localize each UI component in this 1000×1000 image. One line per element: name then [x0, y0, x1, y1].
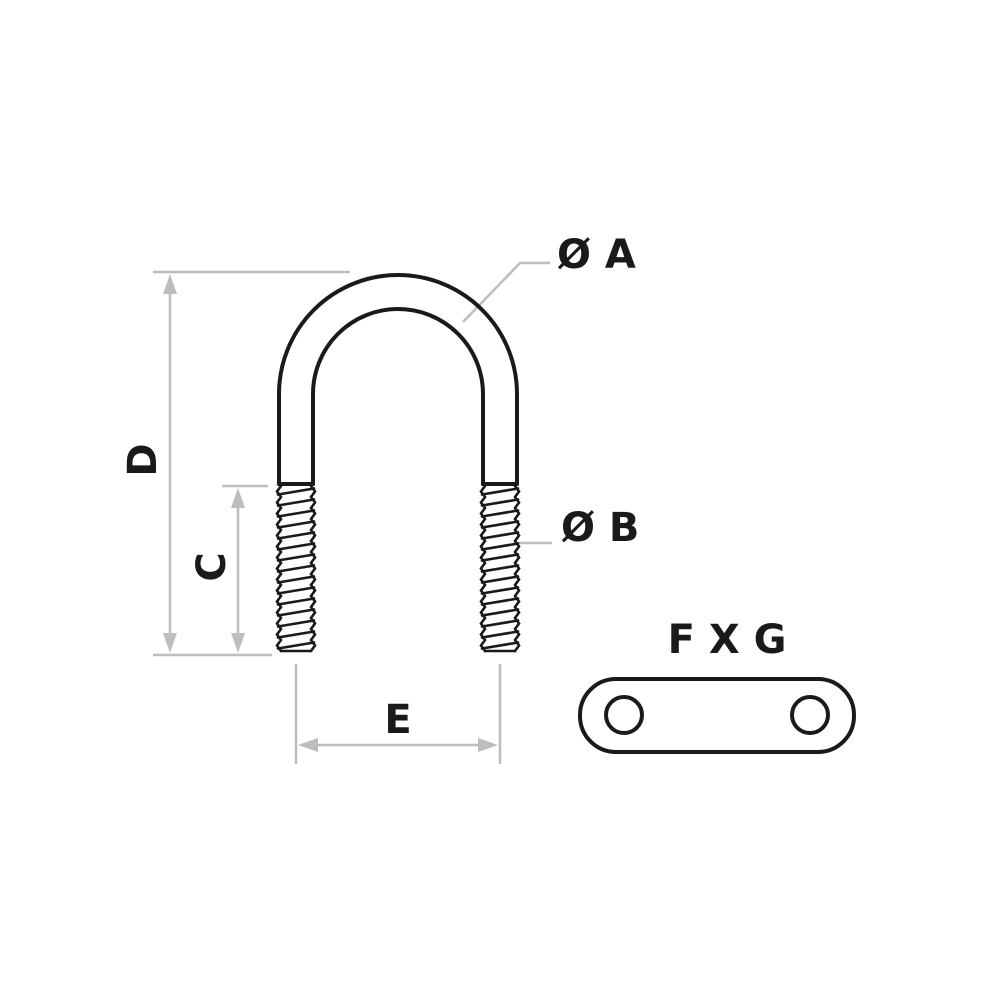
right-thread-crest	[480, 641, 520, 650]
plate-hole-left	[604, 695, 644, 735]
u-bolt-outer-edge	[277, 273, 519, 486]
dimension-e-arrow-right	[478, 738, 498, 752]
right-thread-crest	[480, 509, 520, 518]
u-bolt-inner-edge	[311, 307, 485, 486]
right-thread-crest	[480, 608, 520, 617]
left-thread-edge-right	[309, 484, 317, 653]
right-thread-crest	[480, 630, 520, 639]
dimension-d: D	[120, 270, 350, 657]
thread-right	[479, 484, 521, 653]
plate-dimension-label: F X G	[668, 617, 787, 663]
diameter-b-label: Ø B	[561, 505, 639, 551]
right-thread-crest	[480, 564, 520, 573]
dimension-e-arrow-left	[298, 738, 318, 752]
dimension-c-arrow-bottom	[231, 633, 245, 653]
right-thread-crest	[480, 553, 520, 562]
left-thread-crest	[276, 487, 316, 496]
left-thread-crest	[276, 553, 316, 562]
right-thread-crest	[480, 487, 520, 496]
dimension-d-arrow-top	[163, 274, 177, 294]
right-thread-crest	[480, 520, 520, 529]
right-thread-edge-left	[479, 484, 487, 653]
thread-left	[275, 484, 317, 653]
left-thread-crest	[276, 531, 316, 540]
plate-hole-right	[790, 695, 830, 735]
left-thread-crest	[276, 608, 316, 617]
right-thread-crest	[480, 619, 520, 628]
right-thread-crest	[480, 542, 520, 551]
u-bolt	[277, 273, 519, 486]
left-thread-crest	[276, 520, 316, 529]
left-thread-crest	[276, 564, 316, 573]
left-thread-crest	[276, 619, 316, 628]
dimension-e-label: E	[384, 697, 411, 743]
dimension-c-label: C	[189, 552, 235, 581]
left-thread-crest	[276, 509, 316, 518]
left-thread-crest	[276, 630, 316, 639]
right-thread-crest	[480, 531, 520, 540]
diameter-a-label: Ø A	[557, 232, 636, 278]
left-thread-crest	[276, 641, 316, 650]
dimension-d-label: D	[120, 443, 166, 476]
plate-outline	[578, 677, 856, 754]
right-thread-crest	[480, 597, 520, 606]
left-thread-edge-left	[275, 484, 283, 653]
left-thread-crest	[276, 597, 316, 606]
left-thread-crest	[276, 586, 316, 595]
dimension-d-arrow-bottom	[163, 633, 177, 653]
right-thread-crest	[480, 498, 520, 507]
right-thread-crest	[480, 575, 520, 584]
left-thread-crest	[276, 542, 316, 551]
leader-line-a	[462, 261, 550, 323]
dimension-e: E	[294, 664, 502, 764]
dimension-c: C	[189, 484, 268, 653]
left-thread-crest	[276, 498, 316, 507]
plate: F X G	[578, 617, 856, 754]
left-thread-crest	[276, 575, 316, 584]
right-thread-crest	[480, 586, 520, 595]
dimension-c-arrow-top	[231, 488, 245, 508]
right-thread-edge-right	[513, 484, 521, 653]
